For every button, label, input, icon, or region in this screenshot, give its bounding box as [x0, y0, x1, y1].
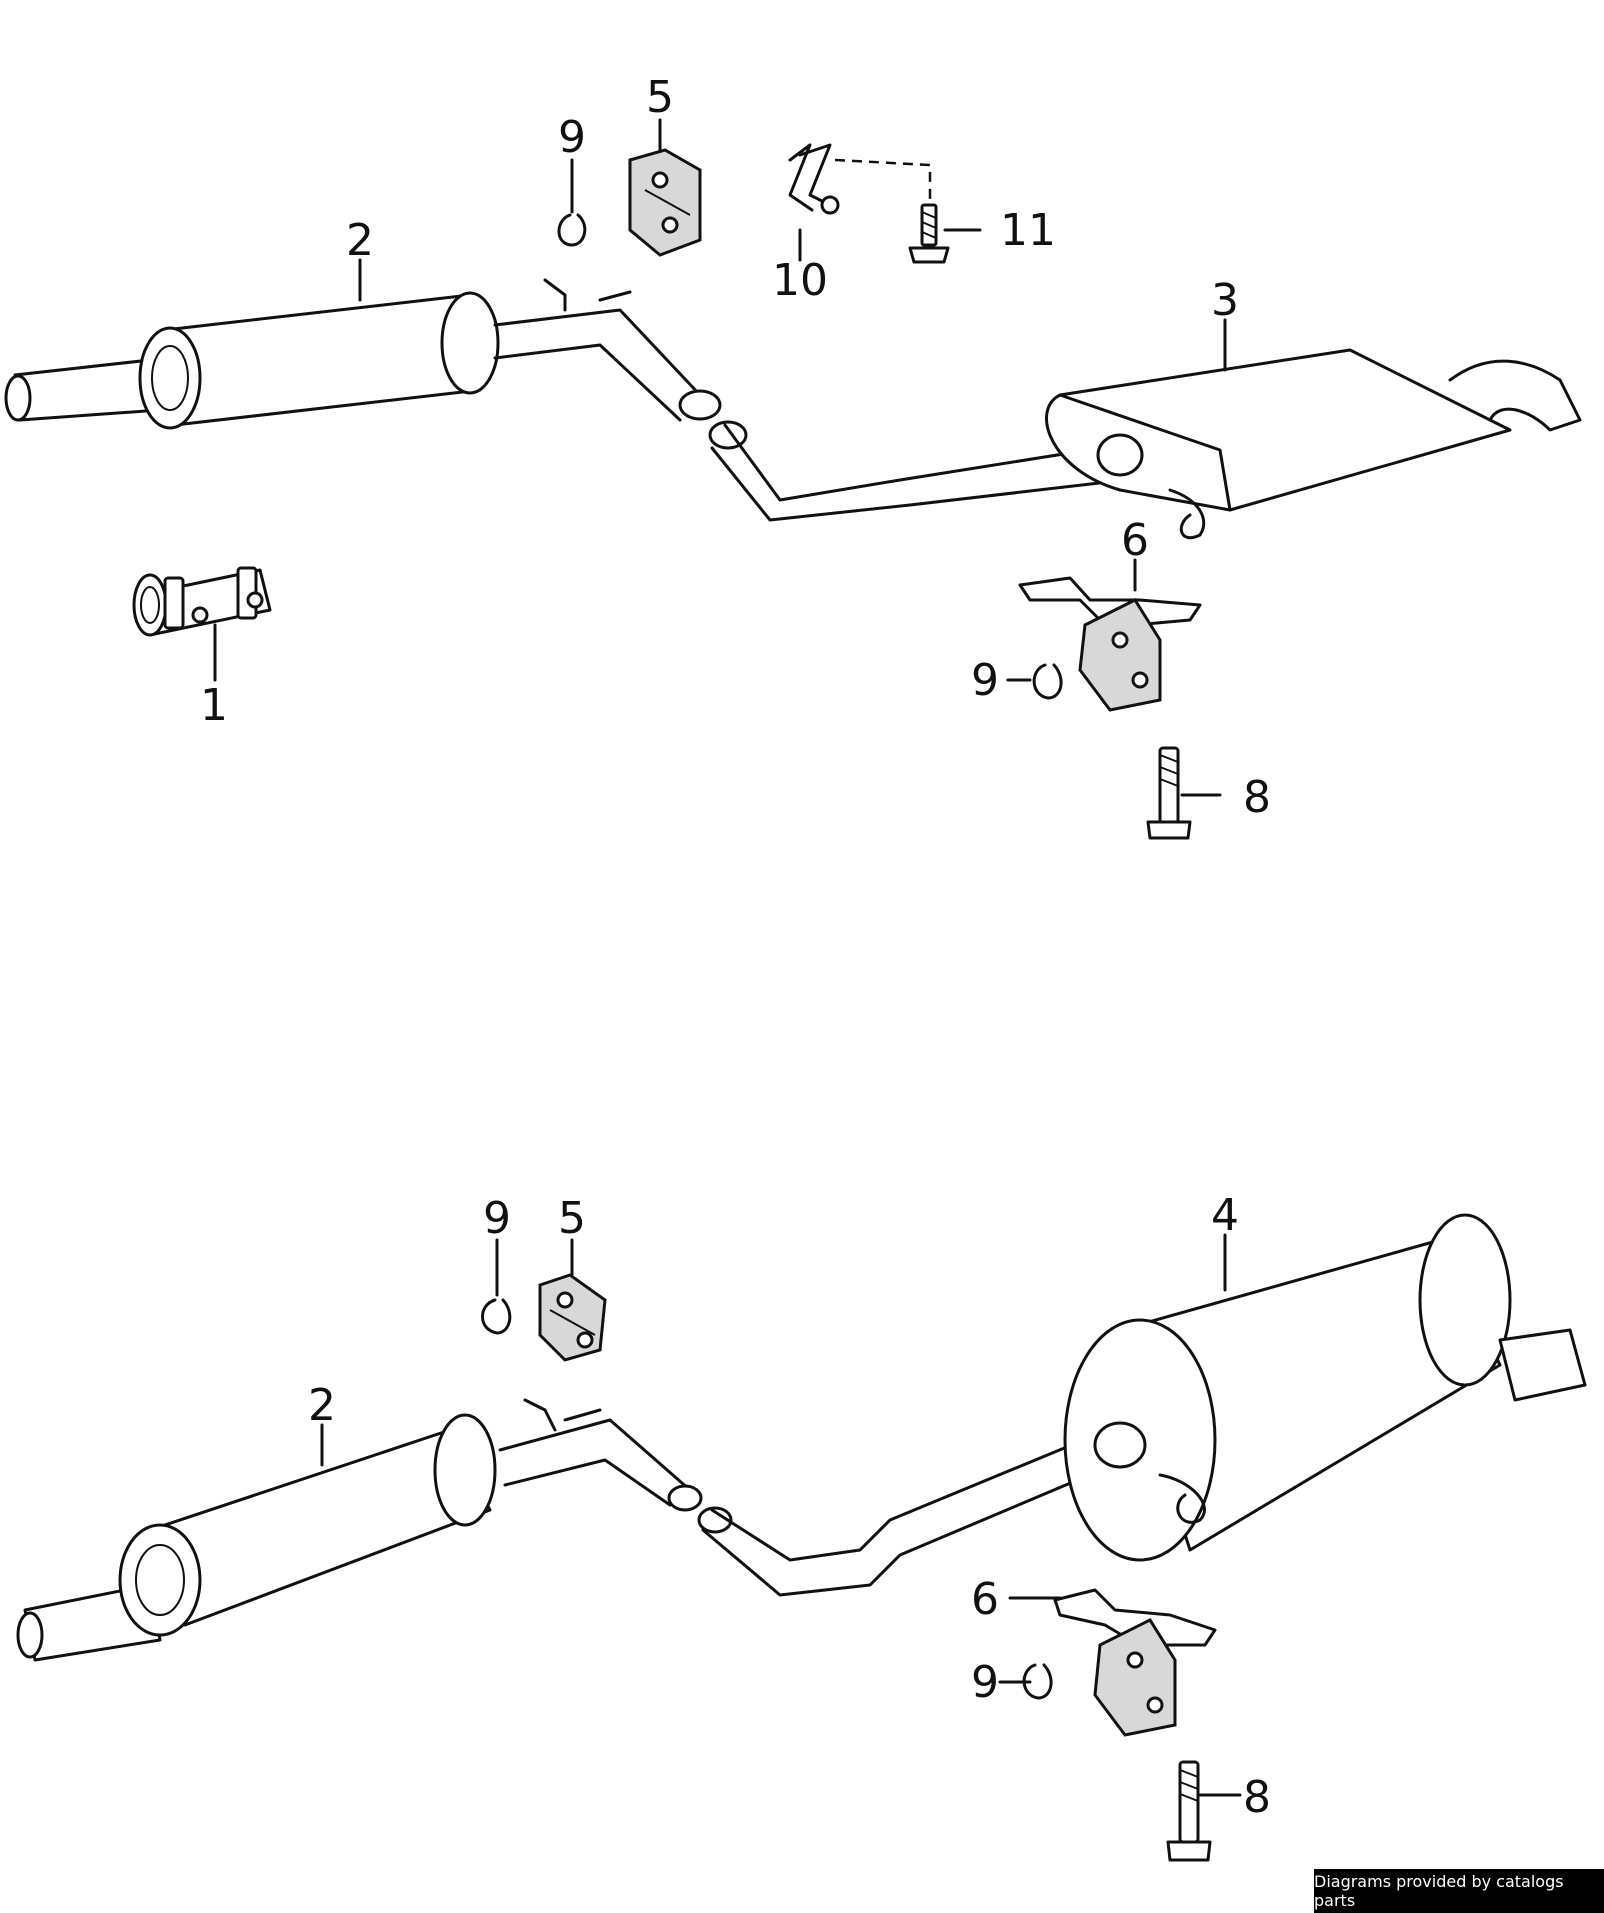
- callout-11: 11: [1000, 205, 1056, 256]
- callout-9-top-a: 9: [558, 112, 586, 163]
- rear-silencer-top: [708, 348, 1582, 539]
- callout-8-top: 8: [1243, 772, 1271, 823]
- callout-9-bottom-b: 9: [971, 1657, 999, 1708]
- bottom-assembly: 2 4 5 6 8 9 9: [16, 1190, 1587, 1862]
- callout-2-top: 2: [346, 215, 374, 266]
- callout-3: 3: [1211, 275, 1239, 326]
- callout-10: 10: [772, 255, 828, 306]
- callout-9-bottom-a: 9: [483, 1193, 511, 1244]
- front-silencer-top: [4, 278, 722, 430]
- callout-2-bottom: 2: [308, 1380, 336, 1431]
- circlip-top-2: [1032, 663, 1063, 700]
- credit-badge: Diagrams provided by catalogs parts: [1314, 1869, 1604, 1913]
- rubber-mount-top: [628, 148, 702, 257]
- circlip-bottom-1: [481, 1298, 512, 1335]
- bolt-bottom-8: [1166, 1760, 1212, 1862]
- callout-1: 1: [200, 680, 228, 731]
- callout-9-top-b: 9: [971, 655, 999, 706]
- callout-6-top: 6: [1121, 515, 1149, 566]
- front-silencer-bottom: [16, 1398, 703, 1662]
- callout-5-top: 5: [646, 72, 674, 123]
- clamp-top: [132, 566, 272, 637]
- callout-6-bottom: 6: [971, 1574, 999, 1625]
- bracket-mount-top: [1018, 576, 1202, 712]
- callout-4: 4: [1211, 1190, 1239, 1241]
- circlip-bottom-2: [1022, 1663, 1053, 1700]
- bolt-top-11: [908, 203, 950, 264]
- top-assembly: 1 2 3 5 6 8 9 9 10 11: [4, 72, 1582, 840]
- rear-silencer-bottom: [697, 1213, 1587, 1597]
- hanger-bracket-top: [788, 143, 932, 215]
- bracket-mount-bottom: [1053, 1588, 1217, 1737]
- circlip-top-1: [557, 213, 587, 247]
- rubber-mount-bottom: [538, 1273, 607, 1362]
- bolt-top-8: [1146, 746, 1192, 840]
- callout-5-bottom: 5: [558, 1193, 586, 1244]
- callout-8-bottom: 8: [1243, 1772, 1271, 1823]
